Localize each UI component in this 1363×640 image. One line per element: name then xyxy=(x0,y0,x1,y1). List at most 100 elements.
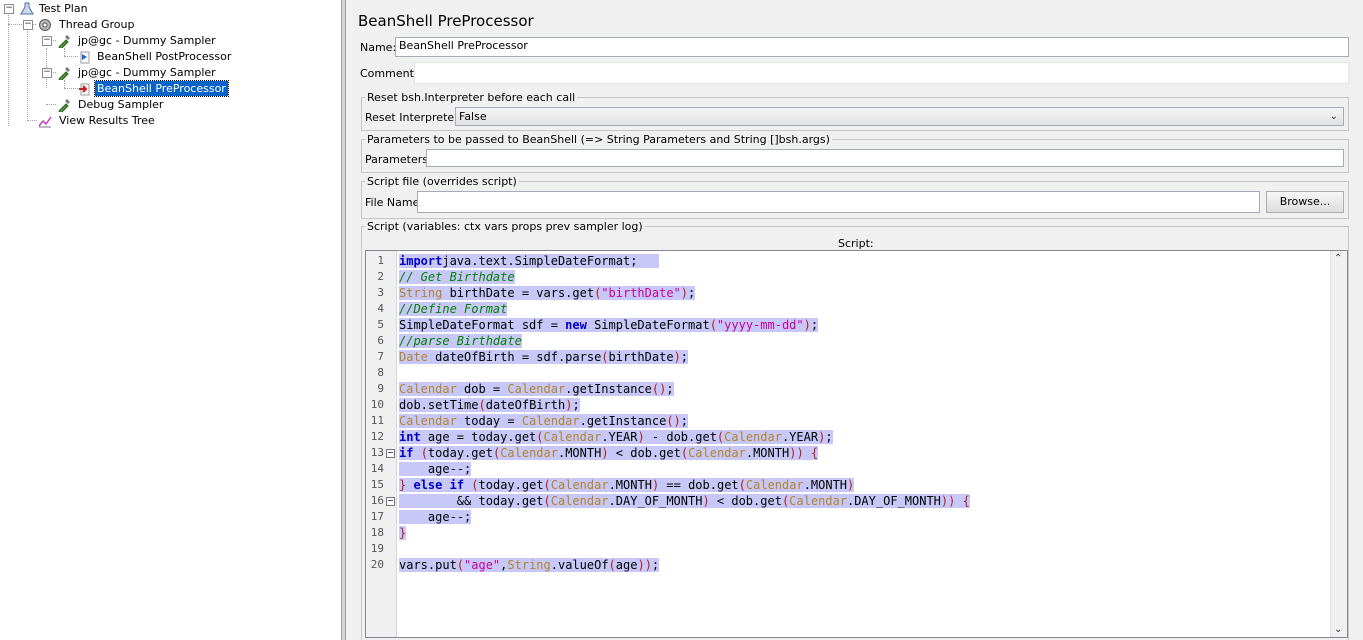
pipette-icon xyxy=(57,98,71,114)
collapse-toggle[interactable]: − xyxy=(42,35,52,46)
name-label: Name: xyxy=(360,41,397,54)
code-token: ( xyxy=(478,398,486,412)
code-token: dob.setTime xyxy=(399,398,479,412)
code-token: () xyxy=(666,414,681,428)
line-number: 19 xyxy=(370,542,384,555)
pipette-icon xyxy=(57,34,71,50)
code-token: dateOfBirth = sdf.parse xyxy=(427,350,602,364)
fold-toggle-icon[interactable]: − xyxy=(386,496,395,506)
tree-line xyxy=(8,24,36,25)
line-number: 13 xyxy=(370,446,384,459)
code-token: ) xyxy=(673,350,681,364)
line-number: 4 xyxy=(377,302,384,315)
postprocessor-icon xyxy=(78,50,92,64)
code-token: ; xyxy=(688,286,696,300)
code-token: today = xyxy=(456,414,522,428)
code-token: ) xyxy=(803,318,811,332)
code-token: ( xyxy=(420,446,428,460)
code-line: age--; xyxy=(399,509,472,525)
reset-interpreter-label: Reset Interpreter: xyxy=(365,111,463,124)
script-label: Script: xyxy=(838,237,874,250)
code-token: Calendar xyxy=(399,414,457,428)
comments-label: Comments: xyxy=(360,67,424,80)
code-token: //parse Birthdate xyxy=(399,334,522,348)
code-token: .MONTH xyxy=(745,446,790,460)
file-name-field[interactable] xyxy=(417,191,1260,213)
code-token: age--; xyxy=(399,462,472,476)
code-token: Calendar xyxy=(550,494,609,508)
code-token: ( xyxy=(601,350,609,364)
comments-field[interactable] xyxy=(414,62,1349,84)
code-token: .getInstance xyxy=(565,382,652,396)
script-file-group: Script file (overrides script) xyxy=(361,175,1349,219)
collapse-toggle[interactable]: − xyxy=(42,67,52,78)
file-name-label: File Name: xyxy=(365,196,424,209)
code-line: importjava.text.SimpleDateFormat; xyxy=(399,253,660,269)
code-token: age xyxy=(615,558,638,572)
browse-button[interactable]: Browse... xyxy=(1266,191,1344,213)
code-token: "age" xyxy=(464,558,501,572)
code-token: age = today.get xyxy=(420,430,537,444)
split-pane-divider[interactable] xyxy=(342,0,346,640)
code-token: ( xyxy=(543,494,551,508)
code-token: Calendar xyxy=(745,478,804,492)
test-plan-tree[interactable]: − Test Plan − Thread Group − jp@gc - Dum… xyxy=(0,0,342,640)
code-token: ; xyxy=(572,398,580,412)
code-line: SimpleDateFormat sdf = new SimpleDateFor… xyxy=(399,317,819,333)
collapse-toggle[interactable]: − xyxy=(4,3,14,14)
code-token xyxy=(413,446,420,460)
tree-item-label: Debug Sampler xyxy=(78,98,164,111)
code-token: )) xyxy=(940,494,956,508)
code-token: - dob.get xyxy=(644,430,717,444)
code-line: //parse Birthdate xyxy=(399,333,522,349)
line-number: 9 xyxy=(377,382,384,395)
name-field[interactable]: BeanShell PreProcessor xyxy=(395,37,1349,57)
code-token: .MONTH xyxy=(557,446,602,460)
code-token: ( xyxy=(608,558,616,572)
code-token: ; xyxy=(825,430,833,444)
code-token: ( xyxy=(738,478,746,492)
line-number: 20 xyxy=(370,558,384,571)
code-token: } xyxy=(399,478,407,492)
tree-line xyxy=(27,31,28,121)
element-config-panel: BeanShell PreProcessor Name: BeanShell P… xyxy=(347,0,1363,640)
code-line: && today.get(Calendar.DAY_OF_MONTH) < do… xyxy=(399,493,970,509)
code-token: , xyxy=(500,558,508,572)
code-token: ( xyxy=(594,286,602,300)
code-token: )) xyxy=(789,446,804,460)
tree-item-label: jp@gc - Dummy Sampler xyxy=(78,34,216,47)
reset-interpreter-group: Reset bsh.Interpreter before each call xyxy=(361,91,1349,131)
parameters-group: Parameters to be passed to BeanShell (=>… xyxy=(361,133,1349,173)
fold-toggle-icon[interactable]: − xyxy=(386,448,395,458)
code-token: new xyxy=(565,318,587,332)
scroll-down-icon[interactable]: ⌄ xyxy=(1334,624,1343,635)
tree-item-label: View Results Tree xyxy=(59,114,155,127)
code-token: && today.get xyxy=(399,494,544,508)
code-token: )) xyxy=(637,558,652,572)
code-token: today.get xyxy=(427,446,493,460)
code-token: ) xyxy=(565,398,573,412)
code-token: .valueOf xyxy=(550,558,609,572)
pipette-icon xyxy=(57,66,71,82)
vertical-scrollbar[interactable]: ⌃ ⌄ xyxy=(1330,251,1347,637)
code-token: .YEAR xyxy=(781,430,819,444)
code-token: Calendar xyxy=(507,382,566,396)
line-number: 10 xyxy=(370,398,384,411)
scroll-up-icon[interactable]: ⌃ xyxy=(1334,253,1343,264)
parameters-field[interactable] xyxy=(426,149,1344,167)
code-token: ( xyxy=(543,478,551,492)
reset-interpreter-select[interactable]: False ⌄ xyxy=(455,107,1344,126)
code-token: ( xyxy=(781,494,790,508)
code-token: Calendar xyxy=(688,446,746,460)
collapse-toggle[interactable]: − xyxy=(23,19,33,30)
code-token: birthDate = vars.get xyxy=(442,286,595,300)
code-token: String xyxy=(399,286,443,300)
code-line: Calendar dob = Calendar.getInstance(); xyxy=(399,381,674,397)
preprocessor-icon xyxy=(78,82,92,96)
code-token: if xyxy=(399,446,414,460)
tree-item-label: BeanShell PreProcessor xyxy=(94,80,229,97)
code-line: // Get Birthdate xyxy=(399,269,515,285)
code-line: } else if (today.get(Calendar.MONTH) == … xyxy=(399,477,855,493)
